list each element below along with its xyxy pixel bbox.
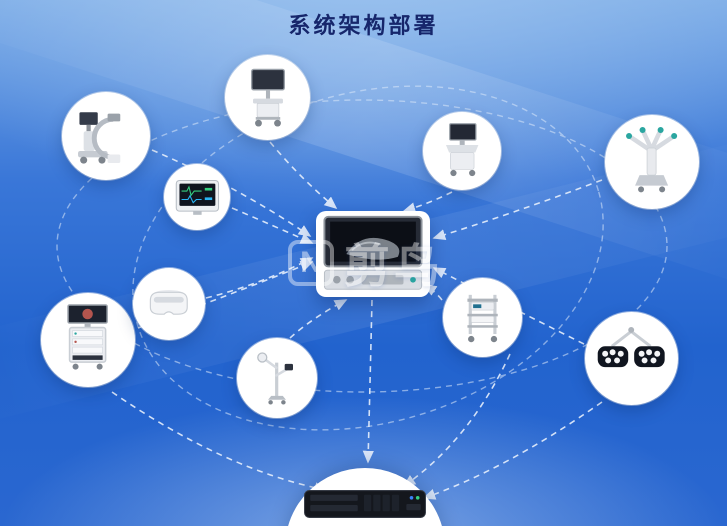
surgical-robot-icon [626,127,678,193]
patient-monitor-icon [175,179,219,215]
vr-headset-icon [149,290,189,315]
surgical-lights-icon [598,327,665,368]
server-rack-icon [304,490,426,518]
equipment-cart-icon [467,294,498,343]
node-vr-headset [133,268,205,340]
surgical-pendant-arm-icon [257,352,293,405]
node-surgical-lights [585,312,678,405]
node-patient-monitor [164,164,230,230]
node-surgical-robot [605,115,699,209]
central-imaging-workstation-icon [323,215,423,290]
mobile-workstation-cart-icon [250,68,285,127]
node-equipment-cart [443,278,522,357]
node-endoscopy-tower [41,293,135,387]
node-mobile-workstation-cart [225,55,310,140]
ultrasound-cart-icon [445,122,479,176]
node-surgical-pendant-arm [237,338,317,418]
page-title: 系统架构部署 [288,13,439,38]
node-central-imaging-workstation [316,211,430,297]
node-c-arm-xray [62,92,150,180]
endoscopy-tower-icon [67,304,109,371]
c-arm-xray-icon [77,112,121,164]
node-ultrasound-cart [423,112,501,190]
node-server-rack [303,487,427,521]
